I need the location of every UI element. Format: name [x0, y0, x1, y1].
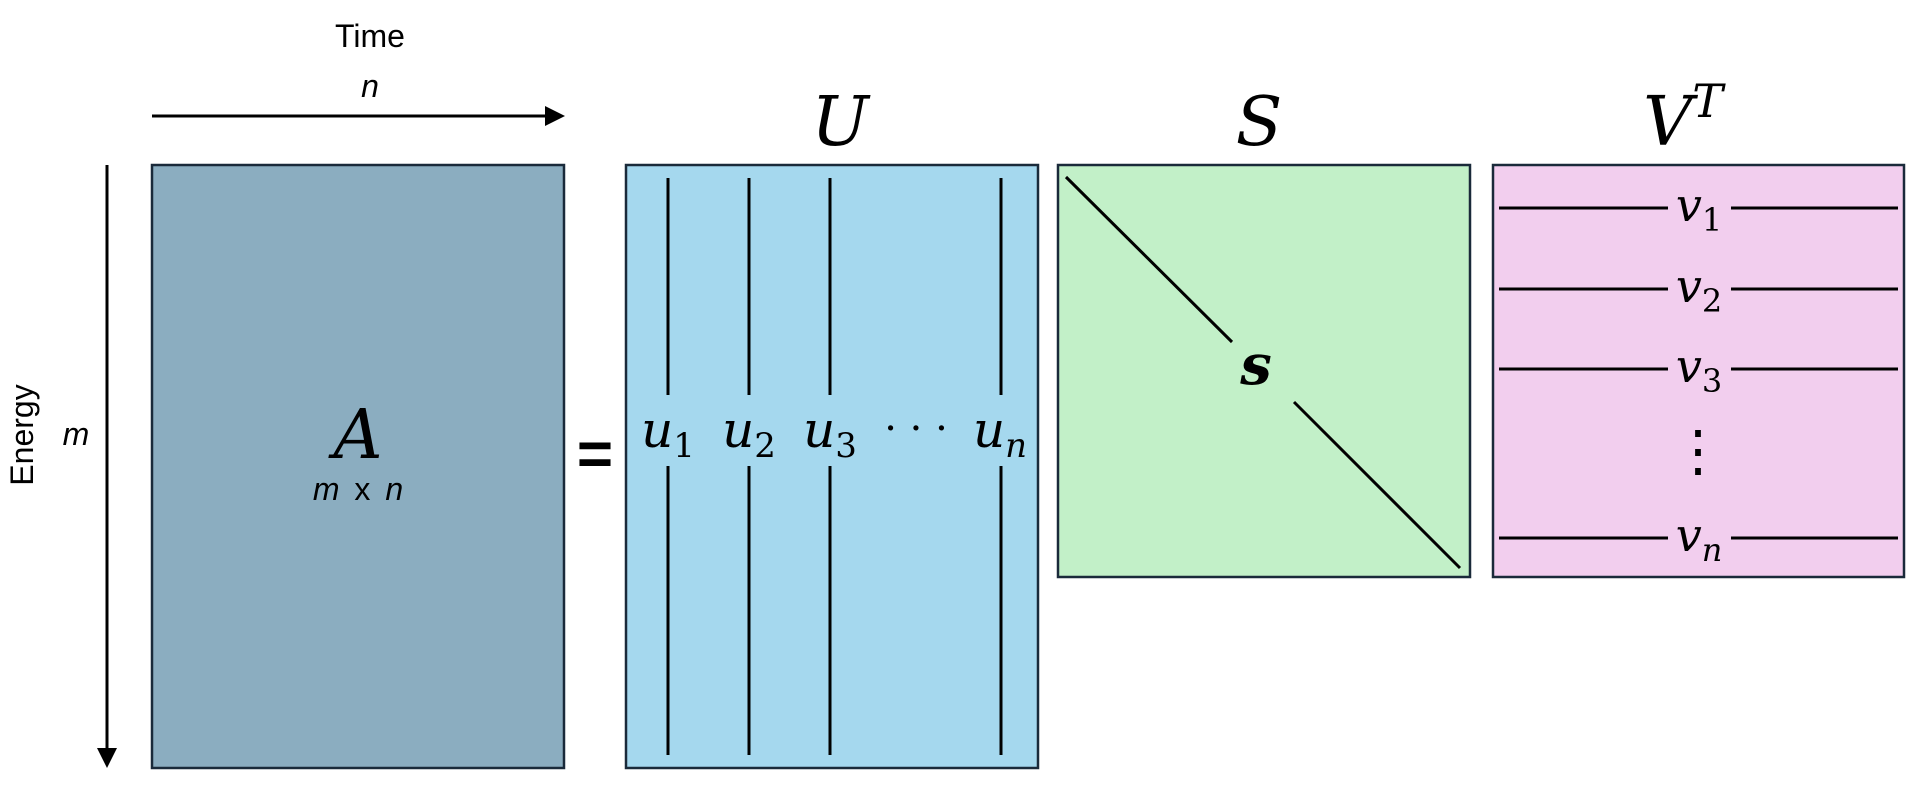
- v-base: v: [1676, 259, 1702, 313]
- dims-n: n: [385, 471, 403, 507]
- matrix-a-dimensions: m x n: [313, 471, 403, 507]
- u-ellipsis: · · ·: [884, 406, 948, 452]
- matrix-a-symbol: A: [327, 396, 382, 475]
- matrix-vt-title: VT: [1643, 74, 1726, 162]
- u-base: u: [641, 401, 673, 459]
- v-base: v: [1676, 508, 1702, 562]
- u-base: u: [803, 401, 835, 459]
- u-subscript: 3: [835, 426, 857, 466]
- vt-superscript: T: [1692, 74, 1726, 128]
- u-subscript: 1: [673, 426, 695, 466]
- u-column-label: u3: [803, 401, 857, 466]
- energy-axis-arrowhead: [97, 748, 117, 768]
- matrix-u-box: [624, 163, 1040, 770]
- matrix-u-title: U: [811, 83, 871, 162]
- v-subscript: 2: [1702, 282, 1722, 320]
- vt-row-n: vn: [1499, 508, 1898, 569]
- vt-row-3: v3: [1499, 339, 1898, 400]
- u-column-3: u3: [803, 178, 857, 755]
- u-base: u: [973, 401, 1005, 459]
- vt-row-label: v1: [1676, 178, 1722, 239]
- matrix-vt-box: [1491, 163, 1906, 579]
- vt-row-label: vn: [1676, 508, 1723, 569]
- vt-row-label: v2: [1676, 259, 1722, 320]
- v-subscript: 1: [1702, 201, 1722, 239]
- u-column-n: un: [973, 178, 1027, 755]
- u-column-2: u2: [722, 178, 776, 755]
- vt-row-label: v3: [1676, 339, 1722, 400]
- dims-m: m: [313, 471, 340, 507]
- equals-sign: =: [577, 420, 613, 489]
- v-subscript: 3: [1702, 362, 1722, 400]
- u-column-label: u1: [641, 401, 695, 466]
- u-base: u: [722, 401, 754, 459]
- u-subscript: n: [1005, 426, 1027, 466]
- vt-base: V: [1643, 83, 1698, 162]
- u-column-1: u1: [641, 178, 695, 755]
- matrix-a-box: [150, 163, 566, 770]
- u-column-label: un: [973, 401, 1027, 466]
- dims-x: x: [354, 471, 370, 507]
- s-diagonal-upper: [1064, 175, 1234, 344]
- time-axis-arrowhead: [545, 106, 565, 126]
- time-axis-symbol: n: [361, 68, 379, 104]
- energy-axis-symbol: m: [63, 416, 90, 452]
- energy-axis-label: Energy: [4, 384, 40, 485]
- s-diagonal-label: s: [1239, 332, 1272, 398]
- u-column-label: u2: [722, 401, 776, 466]
- time-axis-label: Time: [335, 18, 405, 54]
- vt-row-1: v1: [1499, 178, 1898, 239]
- s-diagonal-lower: [1292, 400, 1462, 570]
- v-base: v: [1676, 339, 1702, 393]
- v-base: v: [1676, 178, 1702, 232]
- matrix-s-title: S: [1236, 83, 1283, 162]
- vt-row-2: v2: [1499, 259, 1898, 320]
- vt-vdots: ⋮: [1670, 419, 1726, 484]
- v-subscript: n: [1702, 531, 1723, 569]
- u-subscript: 2: [754, 426, 776, 466]
